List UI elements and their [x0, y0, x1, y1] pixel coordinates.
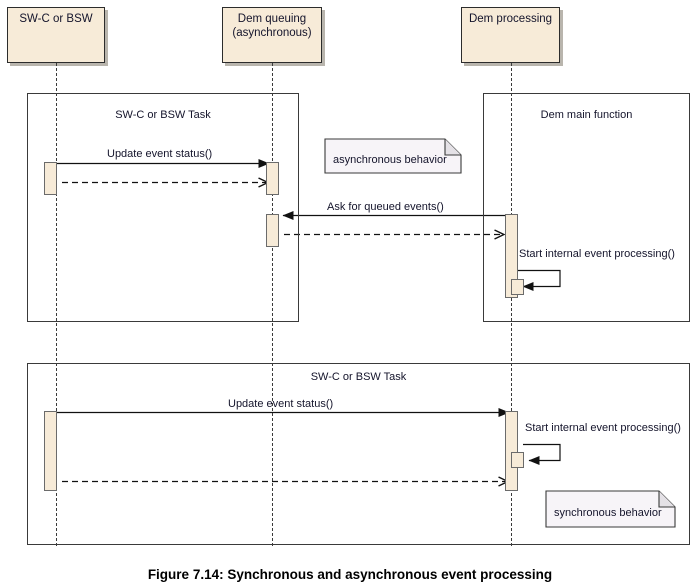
- activation-demp-sync-nested[interactable]: [511, 452, 524, 468]
- frame-dem-main-function[interactable]: [483, 93, 690, 322]
- activation-demq-update[interactable]: [266, 162, 279, 195]
- frame-title-dem-main-function: Dem main function: [540, 109, 633, 121]
- note-sync[interactable]: synchronous behavior: [546, 491, 675, 527]
- self-message-path: [517, 269, 561, 291]
- lifeline-header-demp[interactable]: Dem processing: [461, 7, 560, 63]
- message-label-ask-for-queued-events: Ask for queued events(): [327, 201, 444, 213]
- frame-title-swc-task-sync: SW-C or BSW Task: [310, 371, 407, 383]
- message-label-update-event-status-sync: Update event status(): [228, 398, 334, 410]
- lifeline-line-demp: [511, 63, 512, 546]
- self-message-path: [523, 443, 561, 465]
- message-label-start-internal-event-processing-sync: Start internal event processing(): [525, 422, 681, 434]
- activation-swc-async[interactable]: [44, 162, 57, 195]
- lifeline-label-swc: SW-C or BSW: [19, 13, 93, 25]
- lifeline-header-swc[interactable]: SW-C or BSW: [7, 7, 105, 63]
- note-async[interactable]: asynchronous behavior: [325, 139, 461, 173]
- message-label-update-event-status-async: Update event status(): [107, 148, 213, 160]
- lifeline-line-swc: [56, 63, 57, 546]
- lifeline-label-demp: Dem processing: [468, 13, 553, 25]
- message-start-internal-event-processing-async: [517, 269, 561, 291]
- frame-swc-task-sync[interactable]: [27, 363, 690, 545]
- frame-swc-task-async[interactable]: [27, 93, 299, 322]
- lifeline-line-demq: [272, 63, 273, 546]
- message-update-event-status-sync: [57, 408, 510, 482]
- activation-demp-async[interactable]: [505, 214, 518, 298]
- message-label-start-internal-event-processing-async: Start internal event processing(): [519, 248, 675, 260]
- message-ask-for-queued-events: [282, 211, 511, 235]
- note-sync-text: synchronous behavior: [554, 507, 662, 519]
- activation-demp-sync[interactable]: [505, 411, 518, 491]
- note-async-shape: [324, 138, 462, 174]
- activation-swc-sync[interactable]: [44, 411, 57, 491]
- message-update-event-status-async: [57, 159, 270, 183]
- activation-demp-async-nested[interactable]: [511, 279, 524, 295]
- note-sync-shape: [545, 490, 676, 528]
- lifeline-label-demq: Dem queuing (asynchronous): [232, 13, 312, 39]
- note-async-text: asynchronous behavior: [333, 154, 447, 166]
- lifeline-header-demq[interactable]: Dem queuing (asynchronous): [222, 7, 322, 63]
- figure-caption: Figure 7.14: Synchronous and asynchronou…: [147, 567, 553, 582]
- message-start-internal-event-processing-sync: [523, 443, 561, 465]
- activation-demq-queued[interactable]: [266, 214, 279, 247]
- frame-title-swc-task-async: SW-C or BSW Task: [115, 109, 211, 121]
